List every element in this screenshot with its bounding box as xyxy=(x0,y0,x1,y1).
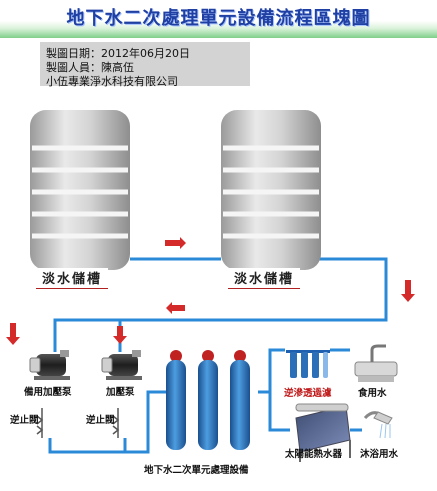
arrow-down-icon xyxy=(401,280,415,302)
shower-label: 沐浴用水 xyxy=(360,449,399,460)
author-line: 製圖人員：陳高伍 xyxy=(46,61,134,74)
arrow-left-icon xyxy=(166,302,185,314)
ro-label: 逆滲透過濾 xyxy=(284,388,332,399)
standby-pump-label: 備用加壓泵 xyxy=(24,387,72,398)
pipe-tank2-out xyxy=(53,257,388,352)
pipe-pumps-bottom xyxy=(48,438,127,454)
solar-heater-icon xyxy=(295,403,351,462)
reverse-osmosis-icon xyxy=(286,350,330,378)
arrow-right-icon xyxy=(165,237,186,249)
solar-heater-label: 太陽能熱水器 xyxy=(285,449,343,460)
filter-tank-3 xyxy=(230,350,250,450)
arrow-down-icon xyxy=(6,323,20,345)
check-valve-icon xyxy=(112,408,120,438)
tank-1-label: 淡水儲槽 xyxy=(36,268,109,289)
sink-icon xyxy=(354,344,398,382)
booster-pump-icon xyxy=(101,350,142,380)
filter-tank-2 xyxy=(198,350,218,450)
pipe-to-treatment xyxy=(125,390,178,454)
diagram-title: 地下水二次處理單元設備流程區塊圖 xyxy=(66,8,371,29)
date-line: 製圖日期：2012年06月20日 xyxy=(46,47,190,60)
check-valve-1-label: 逆止閥 xyxy=(10,415,39,426)
check-valve-icon xyxy=(36,408,44,438)
info-box xyxy=(40,42,250,86)
tank-2-label: 淡水儲槽 xyxy=(228,268,301,289)
sink-label: 食用水 xyxy=(358,388,387,399)
check-valve-2-label: 逆止閥 xyxy=(86,415,115,426)
pipes xyxy=(48,257,388,454)
booster-pump-label: 加壓泵 xyxy=(106,387,135,398)
arrow-down-icon xyxy=(113,326,127,344)
pipe-from-treatment xyxy=(258,348,285,394)
flow-arrows xyxy=(6,237,415,345)
water-tank-1 xyxy=(30,110,130,270)
filter-tank-1 xyxy=(166,350,186,450)
title-banner xyxy=(0,0,437,38)
treatment-unit-label: 地下水二次單元處理設備 xyxy=(144,465,249,476)
water-tank-2 xyxy=(221,110,321,270)
pipe-to-solar xyxy=(268,392,290,432)
company-line: 小伍專業淨水科技有限公司 xyxy=(46,75,178,88)
standby-pump-icon xyxy=(29,350,70,380)
shower-icon xyxy=(363,411,393,439)
